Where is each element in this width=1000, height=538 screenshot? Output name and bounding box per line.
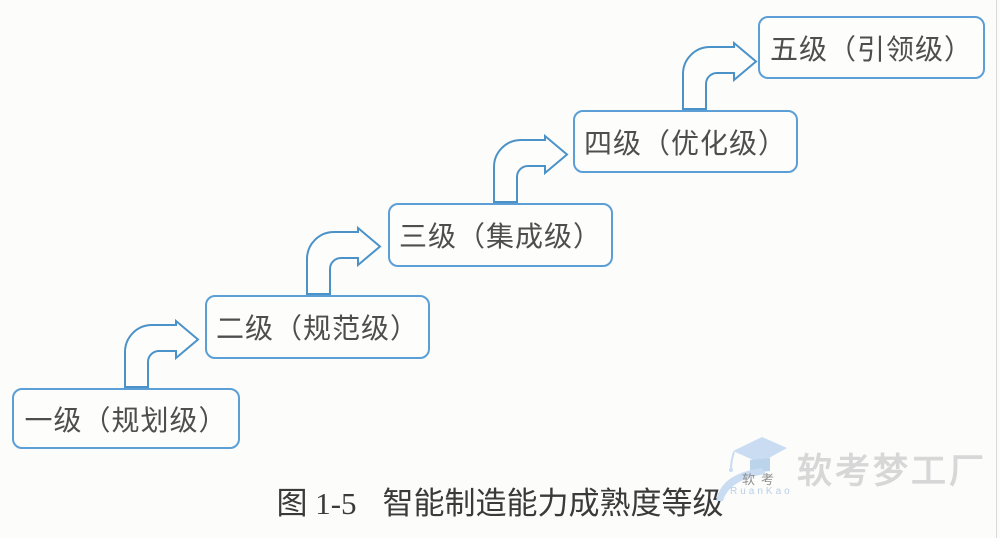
figure-title: 智能制造能力成熟度等级 — [382, 486, 724, 521]
figure-caption: 图 1-5 智能制造能力成熟度等级 — [0, 478, 1000, 523]
page-edge-line — [996, 0, 997, 538]
level-box-4: 四级（优化级） — [573, 110, 798, 173]
step-arrow-1-icon — [124, 318, 200, 388]
step-arrow-2-icon — [306, 225, 382, 295]
level-box-2: 二级（规范级） — [205, 295, 430, 359]
level-label-3: 三级（集成级） — [398, 222, 602, 253]
level-box-3: 三级（集成级） — [388, 203, 613, 267]
level-label-4: 四级（优化级） — [583, 128, 787, 160]
figure-number: 图 1-5 — [276, 486, 357, 521]
step-arrow-4-icon — [682, 40, 758, 110]
level-label-2: 二级（规范级） — [215, 314, 419, 345]
level-label-1: 一级（规划级） — [24, 405, 228, 437]
level-label-5: 五级（引领级） — [769, 34, 973, 66]
level-box-5: 五级（引领级） — [758, 16, 985, 79]
level-box-1: 一级（规划级） — [12, 388, 240, 449]
step-arrow-3-icon — [493, 133, 569, 203]
